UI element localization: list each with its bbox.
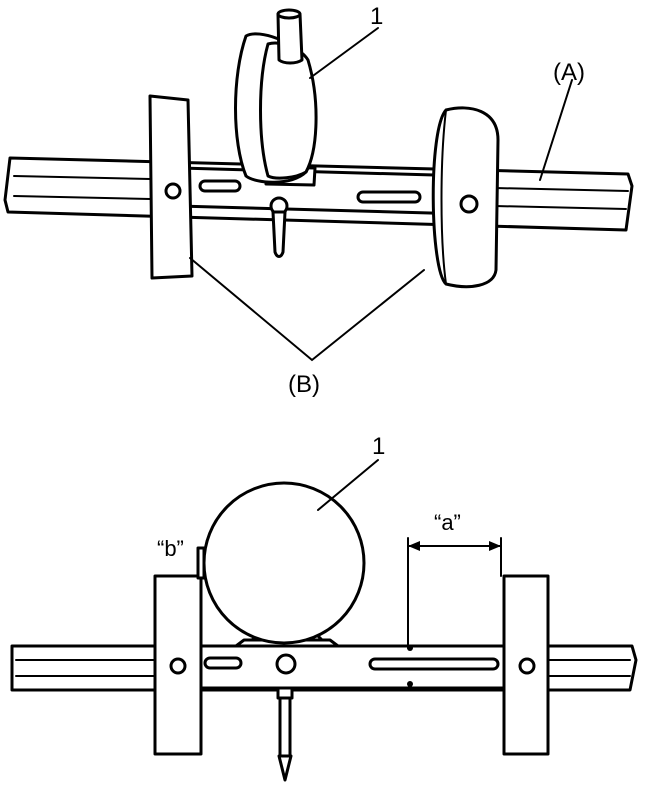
dim-b-marker bbox=[196, 546, 206, 580]
v-block-front-left bbox=[153, 574, 203, 756]
gauge-bar-front bbox=[196, 638, 508, 690]
label-part-1-bottom: 1 bbox=[372, 433, 385, 460]
v-block-right bbox=[431, 106, 500, 289]
label-dim-b: “b” bbox=[157, 536, 184, 561]
bottom-view: 1 “a” “b” bbox=[10, 433, 638, 782]
v-block-left bbox=[148, 94, 194, 280]
label-dim-a: “a” bbox=[434, 510, 461, 535]
leader-1-bottom bbox=[317, 459, 379, 511]
gauge-bar-top bbox=[176, 165, 472, 216]
dial-gauge-front bbox=[202, 481, 366, 782]
leader-a bbox=[539, 79, 573, 181]
leader-b bbox=[189, 257, 425, 362]
top-view: 1 (A) (B) bbox=[3, 3, 634, 398]
label-part-1-top: 1 bbox=[370, 3, 383, 30]
dim-a bbox=[407, 537, 502, 649]
dial-gauge-top bbox=[234, 8, 318, 258]
leader-1-top bbox=[309, 27, 379, 79]
v-block-front-right bbox=[502, 574, 550, 756]
label-shaft-a: (A) bbox=[553, 59, 585, 86]
label-v-blocks-b: (B) bbox=[288, 371, 320, 398]
